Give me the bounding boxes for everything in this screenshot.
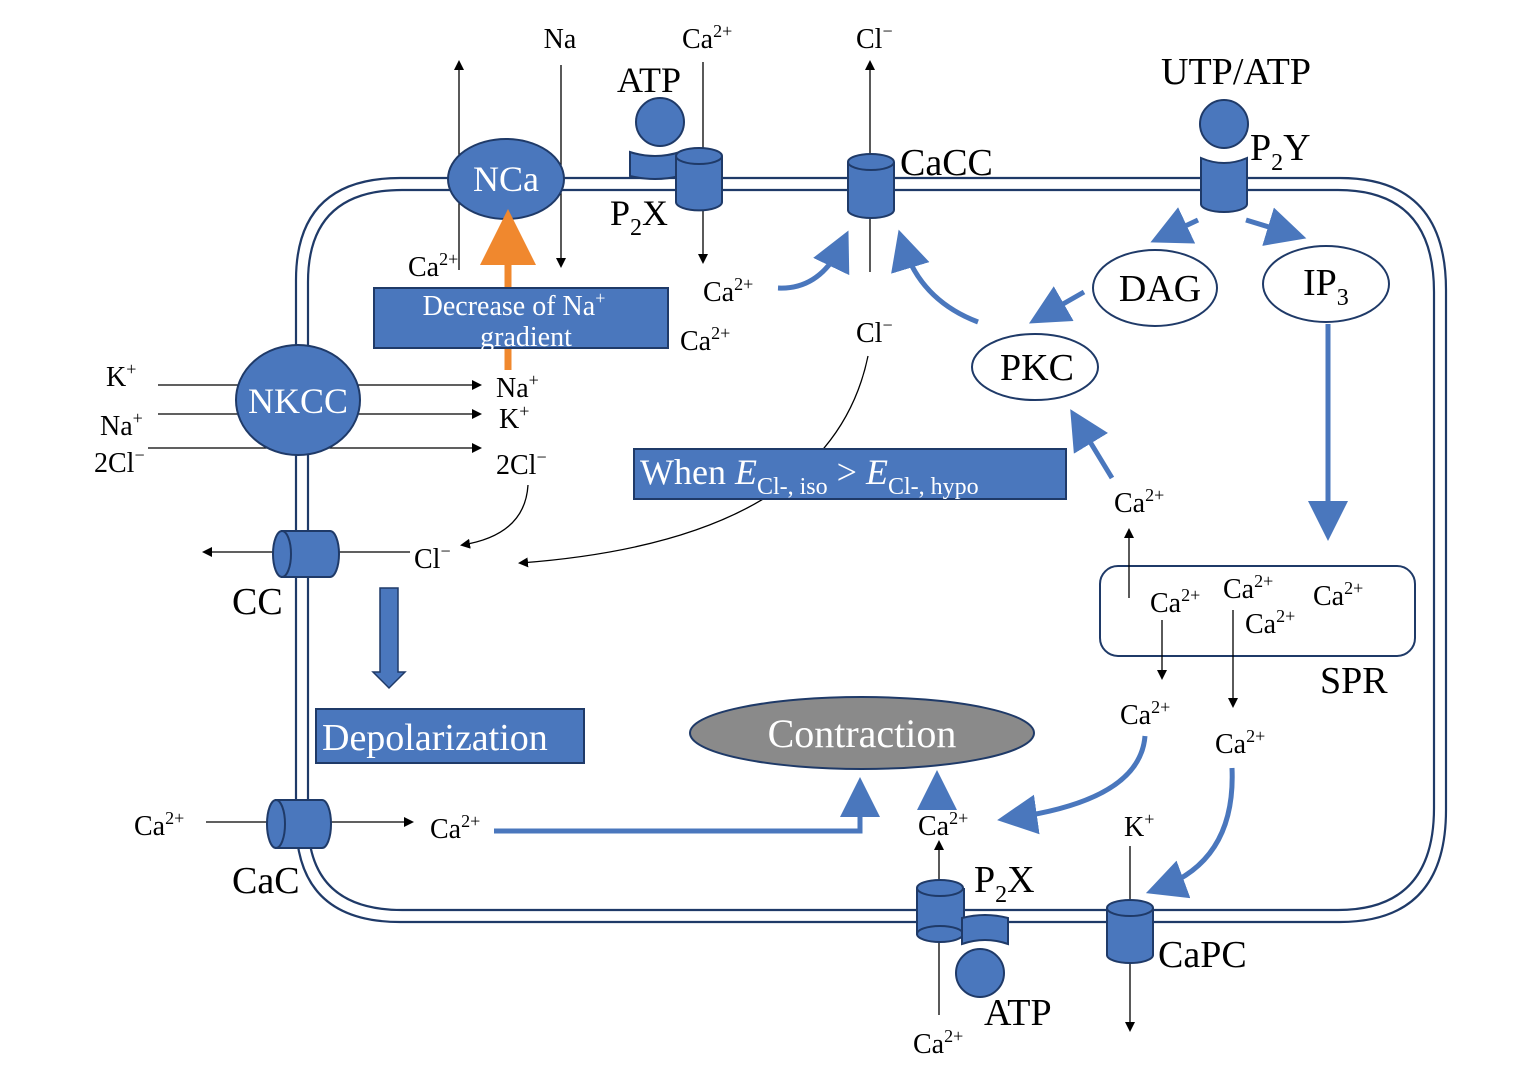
nkcc-cotransporter — [235, 344, 361, 456]
ca-p2x-bottom-in-label: Ca2+ — [913, 1026, 963, 1060]
na-top-label: Na — [544, 24, 577, 55]
ca-cac-out-label: Ca2+ — [134, 808, 184, 842]
p2x-channel-top — [675, 147, 723, 212]
atp-ligand-bottom — [955, 948, 1005, 998]
cl2-to-cl-arrow — [460, 484, 529, 549]
svg-text:When ECl-, iso > ECl-, hypo: When ECl-, iso > ECl-, hypo — [640, 452, 979, 500]
ca-to-capc-arrow — [1145, 767, 1235, 899]
cl2-out-label: 2Cl− — [94, 445, 145, 479]
depolarization-box: Depolarization — [315, 708, 585, 764]
cl-cacc-in-label: Cl− — [856, 315, 893, 349]
cc-channel — [272, 530, 340, 578]
contraction-node — [689, 696, 1035, 770]
cl2-in-label: 2Cl− — [496, 447, 547, 481]
ca-release2-label: Ca2+ — [1215, 726, 1265, 760]
dag-node — [1092, 249, 1218, 327]
depolarization-arrow — [371, 587, 407, 690]
cac-label: CaC — [232, 860, 300, 902]
spr-compartment — [1099, 565, 1416, 657]
p2y-to-ip3-arrow — [1245, 207, 1307, 246]
nkcc-label: NKCC — [248, 381, 348, 421]
capc-channel — [1106, 899, 1154, 964]
atp-bottom-label: ATP — [984, 992, 1052, 1034]
ca-p2x-in2-label: Ca2+ — [680, 323, 730, 357]
svg-text:Depolarization: Depolarization — [322, 717, 548, 759]
p2y-label: P2Y — [1250, 127, 1311, 176]
p2x-binding-site-top — [629, 150, 681, 180]
pkc-activates-cacc-arrow — [891, 229, 979, 325]
ca-pkc-label: Ca2+ — [1114, 485, 1164, 519]
cacc-channel — [847, 153, 895, 219]
cell-membrane — [294, 176, 1448, 924]
svg-text:gradient: gradient — [480, 322, 572, 353]
ca-cac-in-label: Ca2+ — [430, 811, 480, 845]
utp-atp-label: UTP/ATP — [1161, 51, 1311, 93]
ca-activates-cacc-arrow — [777, 230, 850, 291]
pkc-label: PKC — [1000, 347, 1074, 389]
ca-top-label: Ca2+ — [682, 21, 732, 55]
p2x-top-label: P2X — [610, 193, 668, 241]
p2x-channel-bottom — [916, 879, 965, 943]
cl-top-label: Cl− — [856, 21, 893, 55]
p2x-bottom-label: P2X — [974, 859, 1035, 908]
atp-top-label: ATP — [617, 60, 681, 100]
ca-p2x-in-label: Ca2+ — [703, 274, 753, 308]
k-capc-label: K+ — [1124, 809, 1154, 843]
p2y-receptor — [1200, 156, 1248, 213]
ca-to-pkc-arrow — [1070, 409, 1115, 480]
ca-release1-label: Ca2+ — [1120, 697, 1170, 731]
k-in-label: K+ — [499, 401, 529, 435]
contraction-label: Contraction — [768, 711, 957, 756]
utp-atp-ligand — [1199, 99, 1249, 149]
na-out-label: Na+ — [100, 408, 143, 442]
cacc-label: CaCC — [900, 142, 993, 184]
ca-spr2-label: Ca2+ — [1223, 571, 1273, 605]
na-in-label: Na+ — [496, 370, 539, 404]
spr-label: SPR — [1320, 660, 1388, 702]
atp-ligand-top — [635, 97, 685, 147]
cc-label: CC — [232, 581, 283, 623]
ca-nca-label: Ca2+ — [408, 249, 458, 283]
condition-box: When ECl-, iso > ECl-, hypo — [633, 448, 1067, 500]
p2x-binding-site-bottom — [961, 914, 1009, 946]
ca-spr3-label: Ca2+ — [1245, 606, 1295, 640]
ca-spr4-label: Ca2+ — [1313, 578, 1363, 612]
cac-channel — [266, 799, 332, 849]
ca-p2x-bottom-out-label: Ca2+ — [918, 808, 968, 842]
p2y-to-dag-arrow — [1150, 207, 1200, 244]
capc-label: CaPC — [1158, 934, 1247, 976]
ip3-node — [1262, 245, 1390, 323]
cl-cc-label: Cl− — [414, 541, 451, 575]
ca-spr1-label: Ca2+ — [1150, 585, 1200, 619]
svg-text:Decrease of Na+: Decrease of Na+ — [423, 288, 606, 322]
dag-to-pkc-arrow — [1028, 286, 1086, 324]
k-out-label: K+ — [106, 359, 136, 393]
ip3-label: IP3 — [1303, 262, 1349, 311]
ca-to-contraction-arrow — [494, 777, 880, 834]
ca-release-to-contraction-arrow — [997, 735, 1148, 835]
pkc-node — [971, 333, 1099, 401]
nca-label: NCa — [473, 159, 539, 199]
na-gradient-box: Decrease of Na+ gradient — [373, 287, 669, 353]
dag-label: DAG — [1119, 268, 1201, 310]
